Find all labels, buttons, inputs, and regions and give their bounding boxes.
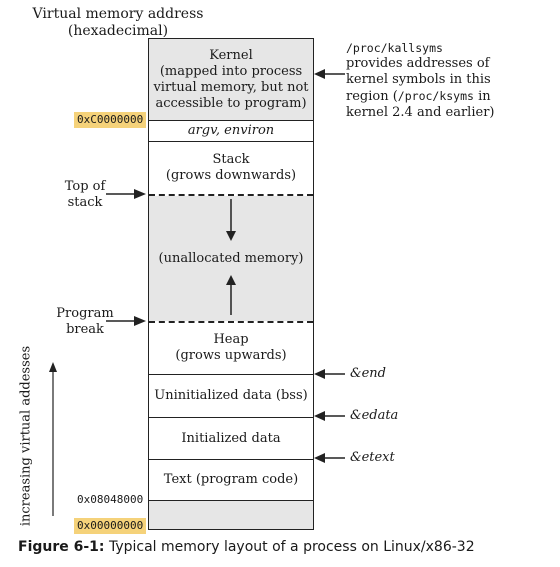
diagram-header: Virtual memory address (hexadecimal) xyxy=(18,6,218,40)
left-arrow-icon xyxy=(314,453,325,463)
increasing-addresses-text: increasing virtual addesses xyxy=(18,345,34,527)
right-arrow-icon xyxy=(134,189,146,199)
note-line-5: kernel 2.4 and earlier) xyxy=(346,105,495,120)
caption-text: Typical memory layout of a process on Li… xyxy=(104,539,475,555)
etext-divider xyxy=(149,459,313,460)
top-of-stack-line-2: stack xyxy=(67,195,103,210)
address-zero: 0x00000000 xyxy=(74,518,147,534)
left-arrow-icon xyxy=(314,69,325,79)
top-of-stack-dashed-line xyxy=(149,194,313,196)
note-line-4: region (/proc/ksyms in xyxy=(346,88,556,105)
increasing-addresses-arrow xyxy=(49,362,57,516)
etext-arrow xyxy=(314,453,345,463)
low-memory-segment xyxy=(149,501,313,529)
heap-line-1: Heap xyxy=(213,332,249,347)
note-line-2: provides addresses of xyxy=(346,56,490,71)
argv-environ-segment: argv, environ xyxy=(187,123,275,138)
stack-line-2: (grows downwards) xyxy=(165,167,297,183)
stack-line-1: Stack xyxy=(212,151,250,167)
top-of-stack-line-1: Top of xyxy=(64,179,106,194)
up-arrow-icon xyxy=(49,362,57,372)
program-break-line-2: break xyxy=(66,322,104,337)
caption-figure-number: Figure 6-1: xyxy=(18,539,105,555)
left-arrow-icon xyxy=(314,411,325,421)
left-arrow-icon xyxy=(314,369,325,379)
edata-symbol: &edata xyxy=(350,408,399,423)
kernel-segment: Kernel (mapped into process virtual memo… xyxy=(149,39,313,120)
program-break-arrow xyxy=(106,316,146,326)
note-line-1: /proc/kallsyms xyxy=(346,41,443,55)
stack-segment: Stack (grows downwards) xyxy=(149,142,313,193)
header-line-2: (hexadecimal) xyxy=(67,23,169,39)
kernel-line-2: (mapped into process xyxy=(159,63,303,79)
note-line-4-pre: region ( xyxy=(346,89,398,104)
kallsyms-note: /proc/kallsyms provides addresses of ker… xyxy=(346,40,556,121)
program-break-line-1: Program xyxy=(56,306,114,321)
kernel-line-3: virtual memory, but not xyxy=(153,79,309,95)
figure-caption: Figure 6-1: Typical memory layout of a p… xyxy=(18,539,475,555)
header-line-1: Virtual memory address xyxy=(32,6,204,22)
program-break-label: Program break xyxy=(50,306,120,338)
right-arrow-icon xyxy=(134,316,146,326)
top-of-stack-label: Top of stack xyxy=(50,179,120,211)
note-line-3: kernel symbols in this xyxy=(346,72,491,87)
note-line-4-post: in xyxy=(473,89,491,104)
kernel-divider xyxy=(149,120,313,121)
kernel-line-1: Kernel xyxy=(209,47,253,63)
argv-divider xyxy=(149,141,313,142)
etext-symbol: &etext xyxy=(350,450,395,465)
program-break-dashed-line xyxy=(149,321,313,323)
bss-segment: Uninitialized data (bss) xyxy=(154,388,308,403)
kernel-note-arrow xyxy=(314,69,345,79)
text-segment: Text (program code) xyxy=(163,472,299,487)
top-of-stack-arrow xyxy=(106,189,146,199)
memory-layout-column: Kernel (mapped into process virtual memo… xyxy=(148,38,314,530)
increasing-addresses-label: increasing virtual addesses xyxy=(16,346,36,526)
edata-divider xyxy=(149,417,313,418)
growth-arrows xyxy=(226,199,236,315)
up-arrow-icon xyxy=(226,275,236,285)
heap-segment: Heap (grows upwards) xyxy=(149,323,313,373)
end-divider xyxy=(149,374,313,375)
note-line-4-mono: /proc/ksyms xyxy=(397,89,474,103)
end-arrow xyxy=(314,369,345,379)
unallocated-label: (unallocated memory) xyxy=(158,250,304,266)
text-bottom-divider xyxy=(149,500,313,501)
kernel-line-4: accessible to program) xyxy=(155,95,307,111)
initialized-data-segment: Initialized data xyxy=(181,430,281,446)
end-symbol: &end xyxy=(350,366,386,381)
down-arrow-icon xyxy=(226,231,236,241)
heap-line-2: (grows upwards) xyxy=(175,348,287,363)
address-text-start: 0x08048000 xyxy=(77,493,144,506)
edata-arrow xyxy=(314,411,345,421)
address-kernel-base: 0xC0000000 xyxy=(74,112,147,128)
